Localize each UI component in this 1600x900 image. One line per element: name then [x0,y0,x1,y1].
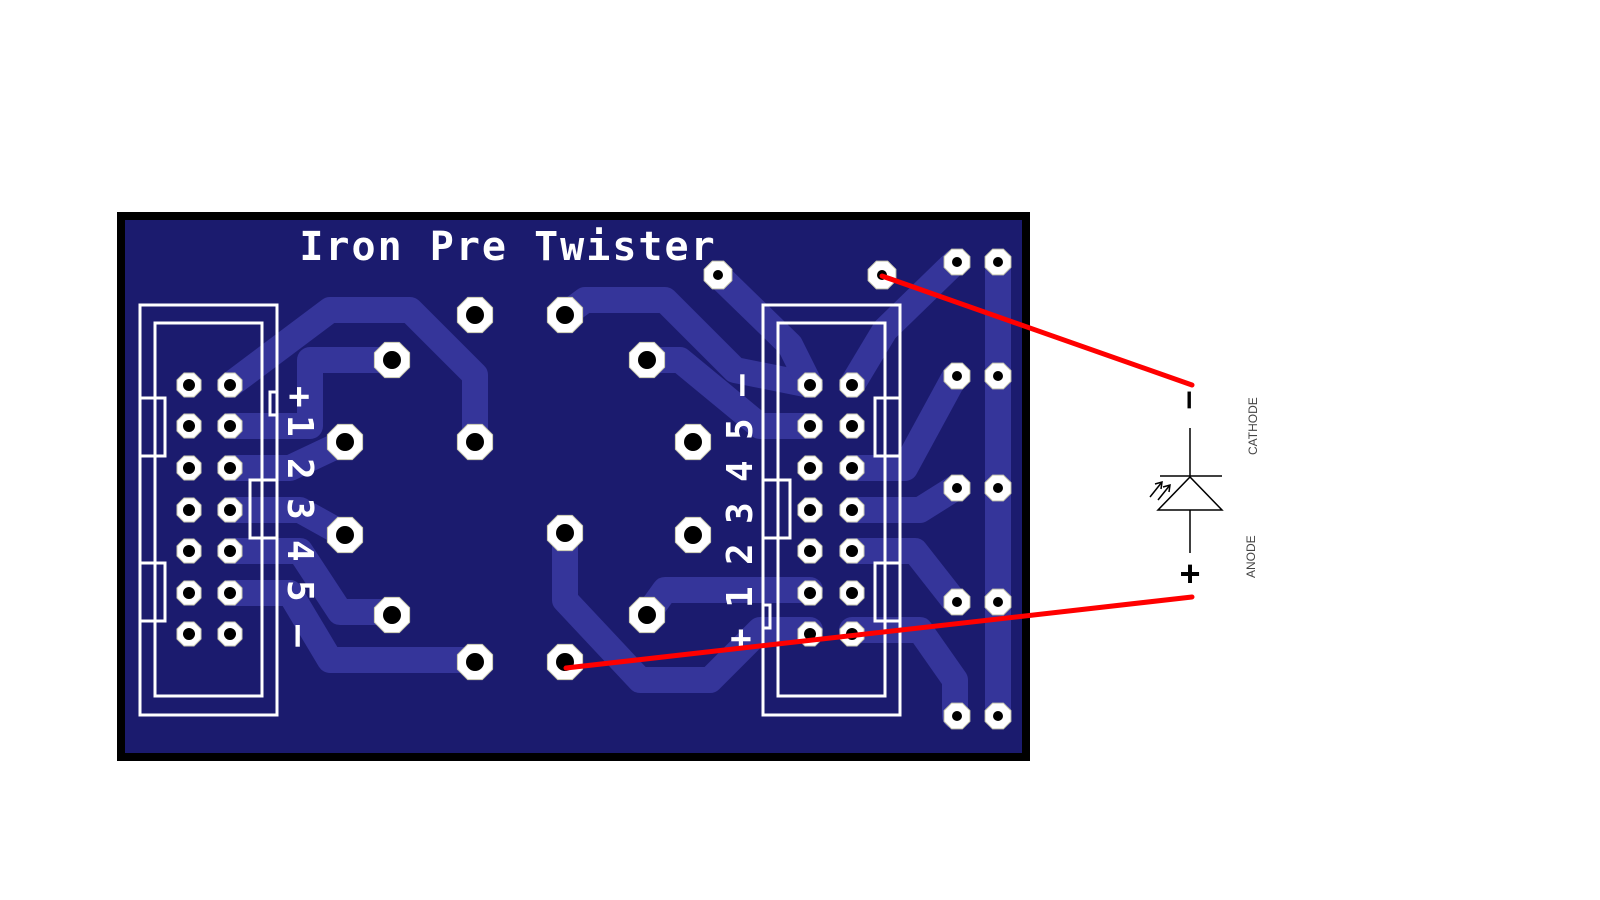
anode-symbol: + [1179,553,1200,594]
left-label-1: 1 [279,415,320,437]
through-hole-pad [326,423,364,461]
led-triangle [1156,475,1224,511]
left-header-pad [217,372,243,398]
right-label-1: 1 [720,586,761,608]
left-label-3: 3 [279,498,320,520]
through-hole-pad [546,643,584,681]
edge-pad [984,588,1012,616]
right-header-outline [761,303,902,717]
trace-left-3 [217,429,358,481]
edge-pad [943,362,971,390]
through-hole-pad [456,296,494,334]
through-hole-pad [674,516,712,554]
right-header-pad [797,580,823,606]
edge-pad [984,702,1012,730]
edge-pad [984,362,1012,390]
pcb-board: Iron Pre Twister + 1 2 3 4 5 – [117,212,1030,761]
trace-center-5 [705,262,823,398]
through-hole-pad [326,516,364,554]
left-header-pad [176,372,202,398]
wire-cathode [879,273,1195,388]
left-pin-labels: + 1 2 3 4 5 – [279,386,320,647]
left-header-pad [217,497,243,523]
right-header-pad [797,413,823,439]
left-header-pad [217,413,243,439]
through-hole-pad [546,296,584,334]
left-header-pad [176,538,202,564]
through-hole-pad [628,341,666,379]
right-header-pad [839,372,865,398]
wires [563,273,1195,671]
edge-pad [943,248,971,276]
trace-left-6 [217,580,488,673]
board-title: Iron Pre Twister [299,224,716,270]
right-label-4: 4 [720,460,761,482]
edge-pad [943,474,971,502]
edge-pad [984,474,1012,502]
right-label-2: 2 [720,543,761,565]
through-hole-pad [628,596,666,634]
through-hole-pad [456,423,494,461]
edge-pad [943,588,971,616]
right-header-pad [839,455,865,481]
edge-pad [943,702,971,730]
left-label-5: 5 [279,580,320,602]
right-header-pad [797,538,823,564]
through-hole-pad [546,514,584,552]
left-header-pad [176,621,202,647]
right-header-pad [839,538,865,564]
left-label-minus: – [279,625,320,647]
pads [176,248,1012,730]
through-hole-pad [674,423,712,461]
left-header-outline [138,303,279,717]
through-hole-pad [373,341,411,379]
left-header-pad [176,413,202,439]
left-header-pad [217,621,243,647]
trace-right-4 [839,538,968,615]
via-pad [703,260,733,290]
left-header-pad [176,497,202,523]
trace-right-3 [839,475,968,523]
right-header-pad [797,372,823,398]
trace-center-3 [552,522,823,693]
trace-left-5 [217,538,405,625]
right-header-pad [839,497,865,523]
through-hole-pad [373,596,411,634]
edge-pad [984,248,1012,276]
right-header-pad [797,497,823,523]
right-header-pad [839,580,865,606]
wire-anode [563,594,1195,671]
led-schematic: – + CATHODE ANODE [1149,391,1260,594]
anode-label: ANODE [1244,535,1258,578]
right-header-pad [839,413,865,439]
left-label-4: 4 [279,540,320,562]
left-header-pad [217,580,243,606]
light-arrows-icon [1149,480,1171,501]
left-label-plus: + [279,386,320,408]
cathode-symbol: – [1172,391,1210,410]
right-header-pad [797,455,823,481]
right-label-minus: – [720,374,761,396]
right-label-5: 5 [720,418,761,440]
left-header-pad [217,455,243,481]
right-label-3: 3 [720,502,761,524]
trace-right-2 [839,363,968,481]
left-label-2: 2 [279,458,320,480]
left-header-pad [176,580,202,606]
through-hole-pad [456,643,494,681]
trace-left-2 [217,347,405,439]
left-header-pad [176,455,202,481]
trace-left-1 [217,297,488,453]
cathode-label: CATHODE [1246,397,1260,455]
right-pin-labels: + 1 2 3 4 5 – [720,374,761,650]
left-header-pad [217,538,243,564]
